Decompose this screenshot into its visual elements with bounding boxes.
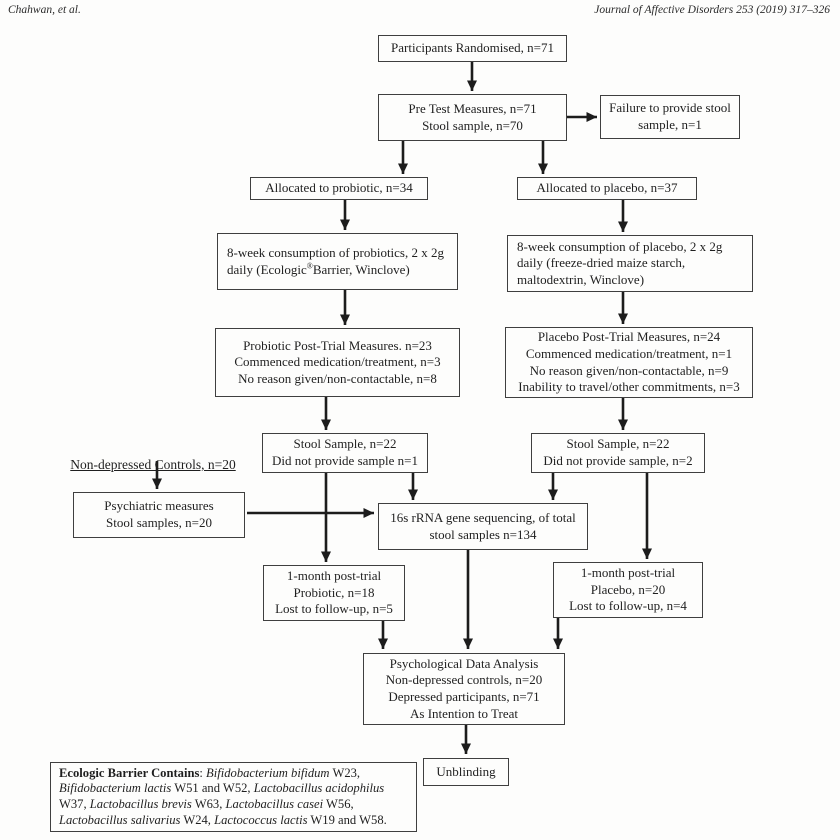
ecologic-segment-2: Bifidobacterium bifidum bbox=[206, 765, 330, 780]
box-posttrial-probiotic: Probiotic Post-Trial Measures. n=23 Comm… bbox=[215, 328, 460, 397]
box-psychological-data-analysis: Psychological Data Analysis Non-depresse… bbox=[363, 653, 565, 725]
ecologic-barrier-contents-text: Ecologic Barrier Contains: Bifidobacteri… bbox=[59, 766, 408, 828]
box-participants-randomised: Participants Randomised, n=71 bbox=[378, 35, 567, 62]
box-stool-sample-placebo: Stool Sample, n=22 Did not provide sampl… bbox=[531, 433, 705, 473]
box-consumption-probiotic: 8-week consumption of probiotics, 2 x 2g… bbox=[217, 233, 458, 290]
ecologic-segment-15: W19 and W58. bbox=[307, 812, 387, 827]
box-rrna-sequencing: 16s rRNA gene sequencing, of total stool… bbox=[378, 503, 588, 550]
ecologic-segment-6: Lactobacillus acidophilus bbox=[253, 781, 385, 796]
ecologic-segment-13: W24, bbox=[180, 812, 215, 827]
ecologic-segment-7: W37, bbox=[59, 797, 90, 811]
ecologic-segment-4: Bifidobacterium lactis bbox=[59, 781, 172, 796]
registered-trademark-symbol: ® bbox=[306, 261, 313, 271]
ecologic-segment-5: W51 and W52, bbox=[171, 781, 254, 796]
ecologic-segment-0: Ecologic Barrier Contains bbox=[59, 765, 200, 780]
ecologic-segment-3: W23, bbox=[329, 765, 361, 780]
consumption-probiotic-pre: 8-week consumption of probiotics, 2 x 2g… bbox=[227, 244, 444, 277]
box-stool-sample-probiotic: Stool Sample, n=22 Did not provide sampl… bbox=[262, 433, 428, 473]
box-posttrial-placebo: Placebo Post-Trial Measures, n=24 Commen… bbox=[505, 327, 753, 398]
ecologic-segment-1: : bbox=[199, 765, 207, 780]
ecologic-segment-14: Lactococcus lactis bbox=[214, 812, 308, 827]
box-unblinding: Unblinding bbox=[423, 758, 509, 786]
running-head-authors: Chahwan, et al. bbox=[8, 4, 81, 16]
box-allocated-placebo: Allocated to placebo, n=37 bbox=[517, 177, 697, 200]
box-followup-probiotic: 1-month post-trial Probiotic, n=18 Lost … bbox=[263, 565, 405, 621]
running-head-journal: Journal of Affective Disorders 253 (2019… bbox=[594, 4, 830, 16]
ecologic-segment-11: W56, bbox=[323, 797, 354, 811]
box-ecologic-barrier-contents: Ecologic Barrier Contains: Bifidobacteri… bbox=[50, 762, 417, 832]
ecologic-segment-8: Lactobacillus brevis bbox=[89, 797, 192, 811]
box-consumption-placebo: 8-week consumption of placebo, 2 x 2g da… bbox=[507, 235, 753, 292]
consumption-probiotic-text: 8-week consumption of probiotics, 2 x 2g… bbox=[227, 245, 448, 278]
box-psychiatric-measures: Psychiatric measures Stool samples, n=20 bbox=[73, 492, 245, 538]
box-followup-placebo: 1-month post-trial Placebo, n=20 Lost to… bbox=[553, 562, 703, 618]
consumption-probiotic-post: Barrier, Winclove) bbox=[312, 261, 410, 277]
box-allocated-probiotic: Allocated to probiotic, n=34 bbox=[250, 177, 428, 200]
box-pretest-measures: Pre Test Measures, n=71 Stool sample, n=… bbox=[378, 94, 567, 141]
label-non-depressed-controls: Non-depressed Controls, n=20 bbox=[70, 441, 236, 473]
ecologic-segment-10: Lactobacillus casei bbox=[225, 797, 324, 811]
ecologic-segment-9: W63, bbox=[191, 797, 226, 811]
box-failure-stool-sample: Failure to provide stool sample, n=1 bbox=[600, 95, 740, 139]
label-non-depressed-controls-text: Non-depressed Controls, n=20 bbox=[70, 457, 236, 472]
ecologic-segment-12: Lactobacillus salivarius bbox=[59, 812, 181, 827]
